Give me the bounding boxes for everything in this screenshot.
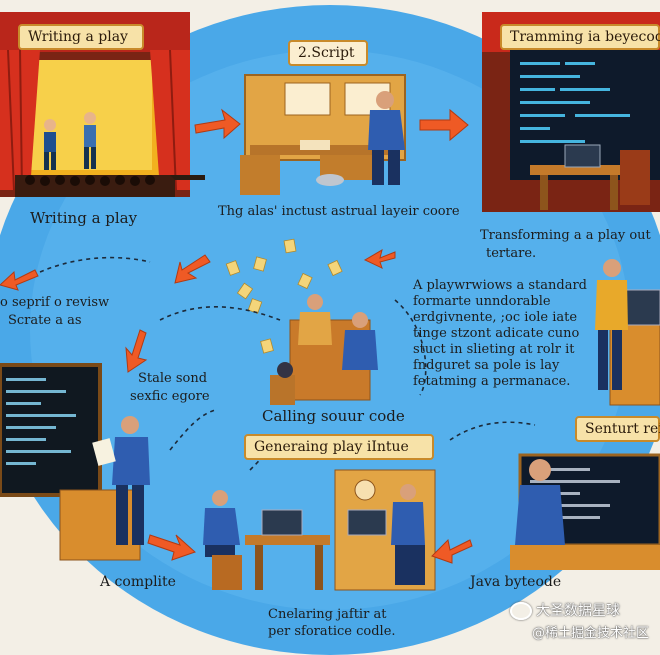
panel3-banner: Tramming ia beyecode	[500, 24, 660, 50]
right-paragraph-line: tinge stzont adicate cuno	[413, 326, 580, 341]
script-writer-scene	[240, 74, 406, 195]
right-paragraph-line: erdgivnente, ;oc iole iate	[413, 310, 578, 325]
panel3-caption: Transforming a a play out	[480, 228, 651, 243]
panel1-banner: Writing a play	[18, 24, 144, 50]
bottom-right-banner: Senturt reiev	[575, 416, 660, 442]
right-paragraph-line: formarte unndorable	[413, 294, 551, 309]
mid-left-note-line1: Stale sond	[138, 371, 208, 386]
right-paragraph-line: stuct in slieting at rolr it	[413, 342, 575, 357]
blackboard-scene	[0, 363, 150, 561]
panel3-caption-2: tertare.	[486, 246, 537, 261]
bottom-right-caption: Java byteode	[470, 574, 562, 590]
center-desk-scene	[225, 238, 378, 405]
footer-caption-line2: per sforatice codle.	[268, 624, 396, 639]
panel1-caption: Writing a play	[30, 209, 138, 227]
right-paragraph: A playwrwiows a standard formarte unndor…	[413, 278, 587, 390]
watermark-line2: @稀土掘金技术社区	[532, 626, 650, 641]
bottom-center-banner: Generaing play iIntue	[244, 434, 434, 460]
watermark-logo-icon	[510, 602, 532, 620]
right-paragraph-line: fetatming a permanace.	[413, 374, 571, 389]
bottom-laptop-scene	[203, 469, 436, 591]
left-note-line1: o seprif o revisw	[0, 295, 110, 310]
flow-arrows	[0, 108, 473, 564]
bottom-left-caption: A complite	[100, 574, 176, 590]
dashed-paths	[39, 256, 536, 471]
right-machine-scene	[595, 259, 660, 406]
footer-caption-line1: Cnelaring jaftir at	[268, 607, 387, 622]
right-paragraph-line: A playwrwiows a standard	[413, 278, 587, 293]
right-paragraph-line: fndguret sa pole is lay	[413, 358, 560, 373]
center-caption: Calling souur code	[262, 407, 405, 425]
bottom-right-monitor-scene	[510, 453, 660, 570]
panel2-banner: 2.Script	[288, 40, 368, 66]
mid-left-note-line2: sexfic egore	[130, 389, 210, 404]
left-note-line2: Scrate a as	[8, 313, 82, 328]
panel2-caption: Thg alas' inctust astrual layeir coore	[218, 204, 460, 219]
watermark-line1: 大圣数据星球	[536, 603, 620, 619]
